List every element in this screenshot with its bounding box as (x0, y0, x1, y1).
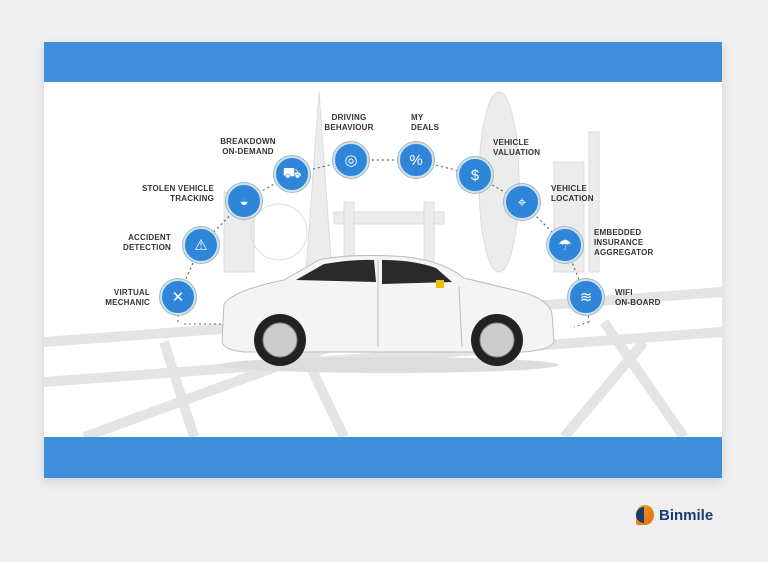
umbrella-icon: ☂ (547, 227, 583, 263)
map-pin-icon: ⌖ (504, 184, 540, 220)
bottom-blue-band (44, 437, 722, 478)
wifi-icon: ≋ (568, 279, 604, 315)
car-dollar-icon: $ (457, 157, 493, 193)
police-cap-icon: ◒ (226, 183, 262, 219)
discount-badge-icon: % (398, 142, 434, 178)
steering-wheel-icon: ◎ (333, 142, 369, 178)
binmile-logo-icon (636, 505, 654, 525)
car-illustration (219, 255, 559, 373)
city-skyline-background (223, 91, 600, 273)
tow-truck-icon: ⛟ (274, 156, 310, 192)
crashed-car-icon: ⚠ (183, 227, 219, 263)
binmile-logo-text: Binmile (659, 506, 714, 524)
top-blue-band (44, 42, 722, 82)
connected-car-scene (44, 91, 722, 442)
binmile-logo: Binmile (636, 505, 713, 525)
wrench-screwdriver-icon: ✕ (160, 279, 196, 315)
